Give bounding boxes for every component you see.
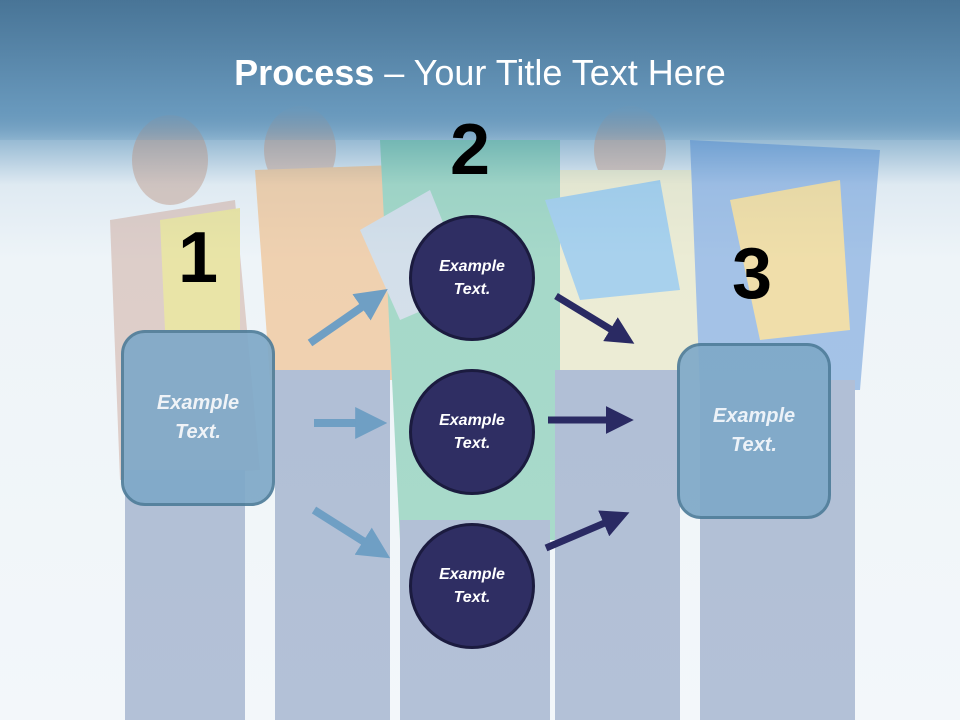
arrow-bottom-to-3	[544, 510, 630, 552]
arrow-1-to-top	[307, 289, 388, 347]
arrow-1-to-bottom	[311, 506, 391, 559]
left-text-box: Example Text.	[121, 330, 275, 506]
right-box-line2: Text.	[731, 434, 777, 456]
title-rest: – Your Title Text Here	[374, 52, 726, 93]
header-band	[0, 0, 960, 140]
title-bold: Process	[234, 52, 375, 93]
circle-top-line1: Example	[439, 258, 505, 275]
circle-middle-line2: Text.	[453, 435, 491, 452]
circle-middle: Example Text.	[409, 369, 535, 495]
circle-top: Example Text.	[409, 215, 535, 341]
right-text-box: Example Text.	[677, 343, 831, 519]
circle-middle-line1: Example	[439, 412, 505, 429]
circle-bottom: Example Text.	[409, 523, 535, 649]
arrow-top-to-3	[554, 293, 635, 344]
left-box-line1: Example	[156, 392, 240, 414]
step-number-1: 1	[178, 218, 219, 298]
step-number-3: 3	[732, 234, 773, 314]
circle-bottom-line2: Text.	[453, 589, 491, 606]
right-box-line1: Example	[712, 405, 796, 427]
left-box-line2: Text.	[175, 421, 221, 443]
step-number-2: 2	[450, 110, 491, 190]
slide-title: Process – Your Title Text Here	[0, 52, 960, 94]
circle-bottom-line1: Example	[439, 566, 505, 583]
circle-top-line2: Text.	[453, 281, 491, 298]
